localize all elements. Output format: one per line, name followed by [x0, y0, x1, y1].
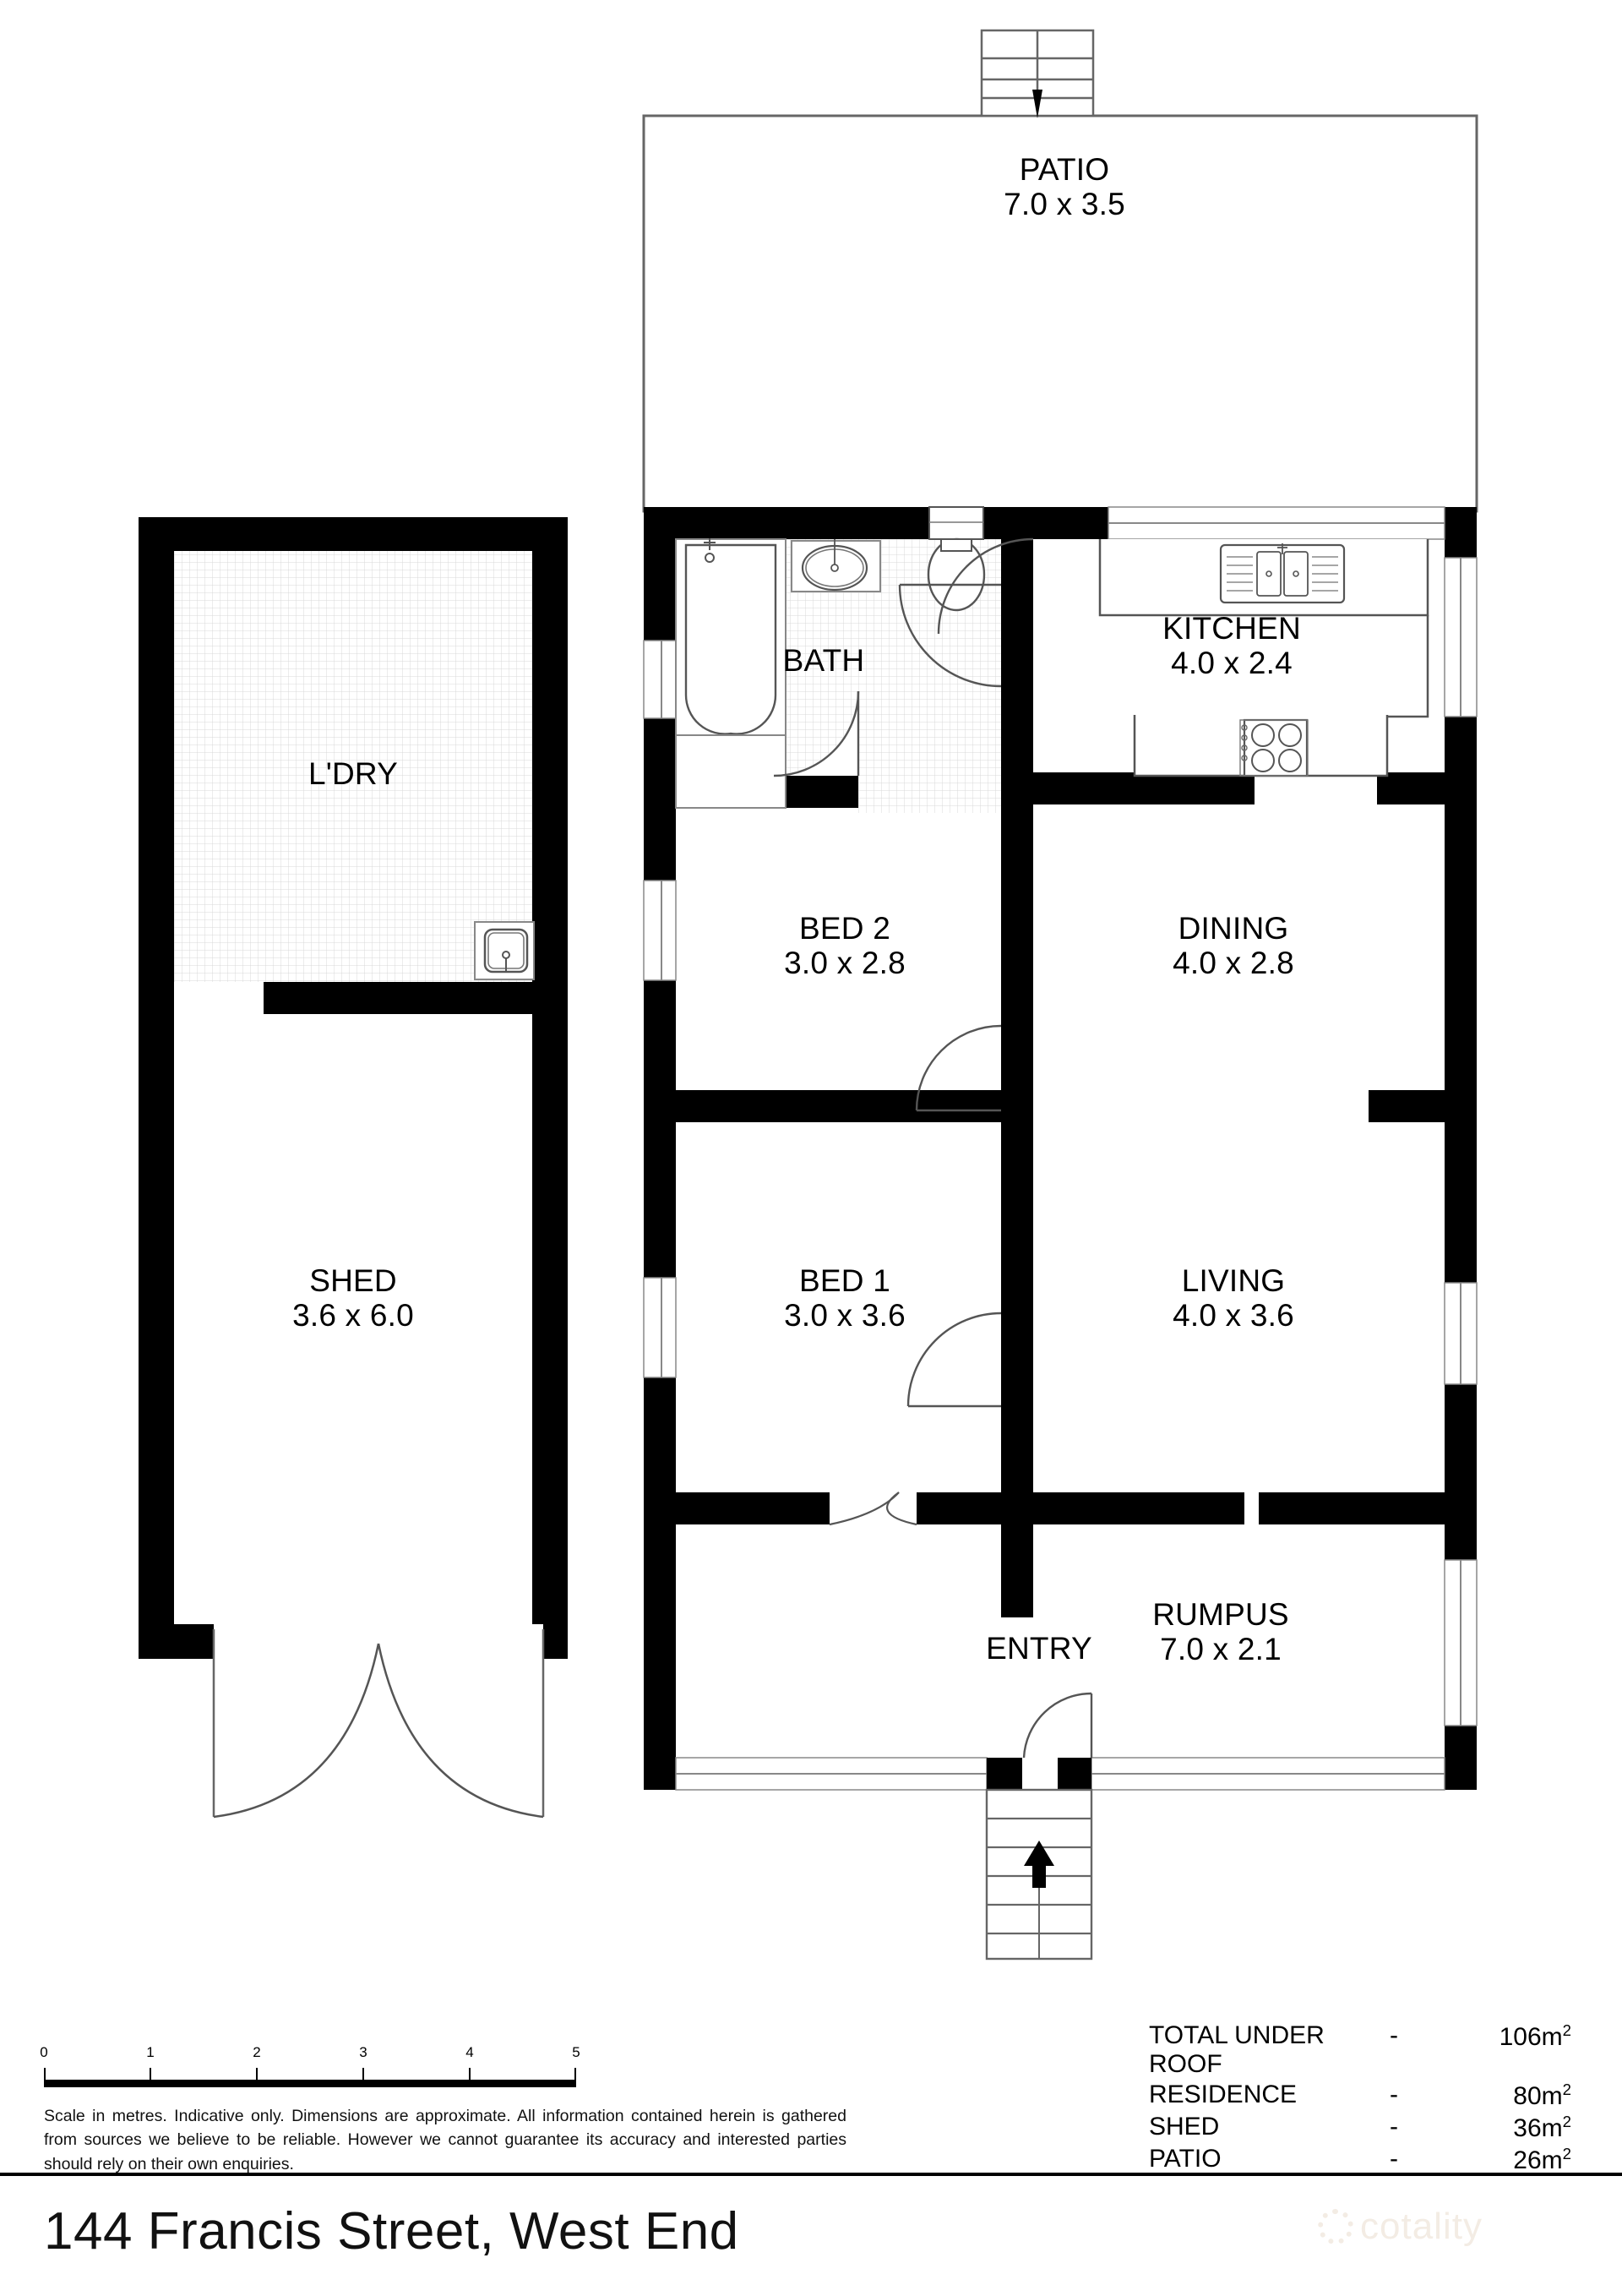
room-label-ldry: L'DRY: [248, 756, 459, 791]
entry-stairs: [985, 1788, 1093, 1961]
scale-tick-4: 4: [465, 2044, 474, 2060]
room-label-bath: BATH: [731, 643, 917, 678]
patio-stairs: [980, 29, 1095, 118]
disclaimer-text: Scale in metres. Indicative only. Dimens…: [44, 2107, 846, 2173]
shed-laundry-block: [139, 517, 568, 1819]
room-name: PATIO: [1019, 152, 1110, 187]
room-name: LIVING: [1181, 1263, 1286, 1298]
room-dimension: 3.0 x 2.8: [784, 946, 906, 981]
laundry-tub: [474, 921, 535, 980]
area-label: PATIO: [1149, 2145, 1222, 2173]
table-row: PATIO - 26m2: [1098, 2144, 1571, 2176]
area-value: 80m2: [1513, 2081, 1571, 2110]
area-summary-table: TOTAL UNDER ROOF - 106m2 RESIDENCE - 80m…: [1098, 2021, 1571, 2176]
room-label-patio: PATIO 7.0 x 3.5: [959, 152, 1170, 222]
window-right-kitchen: [1444, 557, 1478, 717]
scale-tick-0: 0: [40, 2044, 48, 2060]
scale-tick-3: 3: [359, 2044, 367, 2060]
room-label-rumpus: RUMPUS 7.0 x 2.1: [1102, 1597, 1339, 1667]
window-left-bath: [643, 640, 677, 719]
room-dimension: 4.0 x 2.4: [1171, 646, 1293, 681]
window-left-bed1: [643, 1277, 677, 1378]
scale-tick-1: 1: [146, 2044, 155, 2060]
area-dash: -: [1390, 2081, 1398, 2108]
room-label-dining: DINING 4.0 x 2.8: [1115, 911, 1352, 981]
basin-icon: [791, 539, 881, 592]
table-row: TOTAL UNDER ROOF - 106m2: [1098, 2021, 1571, 2080]
table-row: RESIDENCE - 80m2: [1098, 2080, 1571, 2112]
bed2-door-swing: [915, 1024, 1002, 1111]
room-dimension: 7.0 x 2.1: [1160, 1632, 1282, 1667]
room-name: BATH: [782, 643, 865, 678]
bath-door-swing: [773, 690, 860, 777]
room-name: KITCHEN: [1162, 611, 1301, 646]
area-value: 36m2: [1513, 2113, 1571, 2142]
room-label-kitchen: KITCHEN 4.0 x 2.4: [1113, 611, 1350, 681]
area-label: TOTAL UNDER ROOF: [1149, 2021, 1325, 2078]
room-name: BED 2: [799, 911, 890, 946]
room-name: BED 1: [799, 1263, 890, 1298]
room-name: ENTRY: [986, 1631, 1092, 1666]
area-dash: -: [1390, 2113, 1398, 2141]
table-row: SHED - 36m2: [1098, 2112, 1571, 2144]
entry-door: [987, 1692, 1093, 1790]
scale-ruler: [44, 2068, 618, 2088]
scale-bar-fill: [44, 2080, 576, 2087]
bath-hall-door-swing: [898, 584, 1002, 688]
watermark-text: cotality: [1360, 2206, 1483, 2247]
area-dash: -: [1390, 2145, 1398, 2173]
scale-tick-5: 5: [572, 2044, 580, 2060]
window-right-living: [1444, 1282, 1478, 1385]
room-label-living: LIVING 4.0 x 3.6: [1115, 1263, 1352, 1333]
area-dash: -: [1390, 2021, 1398, 2049]
area-label: RESIDENCE: [1149, 2081, 1298, 2108]
window-bottom-left: [675, 1757, 988, 1791]
room-name: RUMPUS: [1152, 1597, 1289, 1632]
room-dimension: 7.0 x 3.5: [1004, 187, 1125, 222]
room-label-shed: SHED 3.6 x 6.0: [248, 1263, 459, 1333]
cotality-watermark: cotality: [1318, 2206, 1483, 2248]
patio-outline: [642, 29, 1478, 513]
window-bottom-right: [1091, 1757, 1445, 1791]
room-name: L'DRY: [308, 756, 399, 791]
room-label-bed2: BED 2 3.0 x 2.8: [735, 911, 955, 981]
scale-tick-labels: 0 1 2 3 4 5: [40, 2044, 618, 2066]
kitchen-cooktop-icon: [1239, 718, 1309, 777]
room-dimension: 3.6 x 6.0: [292, 1298, 414, 1333]
area-value: 106m2: [1499, 2021, 1571, 2051]
bed1-door-swing: [906, 1312, 1002, 1407]
cotality-logo-icon: [1318, 2209, 1353, 2244]
scale-tick-2: 2: [253, 2044, 261, 2060]
window-left-bed2: [643, 880, 677, 981]
kitchen-sink-icon: [1219, 543, 1346, 604]
window-top-kitchen: [1108, 506, 1445, 540]
toilet-icon: [927, 506, 986, 612]
room-dimension: 3.0 x 3.6: [784, 1298, 906, 1333]
room-dimension: 4.0 x 2.8: [1173, 946, 1294, 981]
room-label-entry: ENTRY: [895, 1631, 1183, 1666]
area-label: SHED: [1149, 2113, 1220, 2141]
area-value: 26m2: [1513, 2145, 1571, 2174]
room-label-bed1: BED 1 3.0 x 3.6: [735, 1263, 955, 1333]
residence-block: [643, 506, 1478, 1961]
horizontal-divider: [0, 2173, 1622, 2176]
bathtub-icon: [675, 538, 787, 809]
window-right-rumpus: [1444, 1559, 1478, 1726]
room-dimension: 4.0 x 3.6: [1173, 1298, 1294, 1333]
room-name: DINING: [1178, 911, 1289, 946]
room-name: SHED: [309, 1263, 397, 1298]
page-title: 144 Francis Street, West End: [44, 2202, 739, 2261]
kitchen-door-swing: [937, 537, 1034, 635]
kitchen-benchtop: [1098, 539, 1429, 777]
laundry-tile-floor: [174, 551, 532, 986]
scale-bar: 0 1 2 3 4 5: [40, 2044, 618, 2088]
